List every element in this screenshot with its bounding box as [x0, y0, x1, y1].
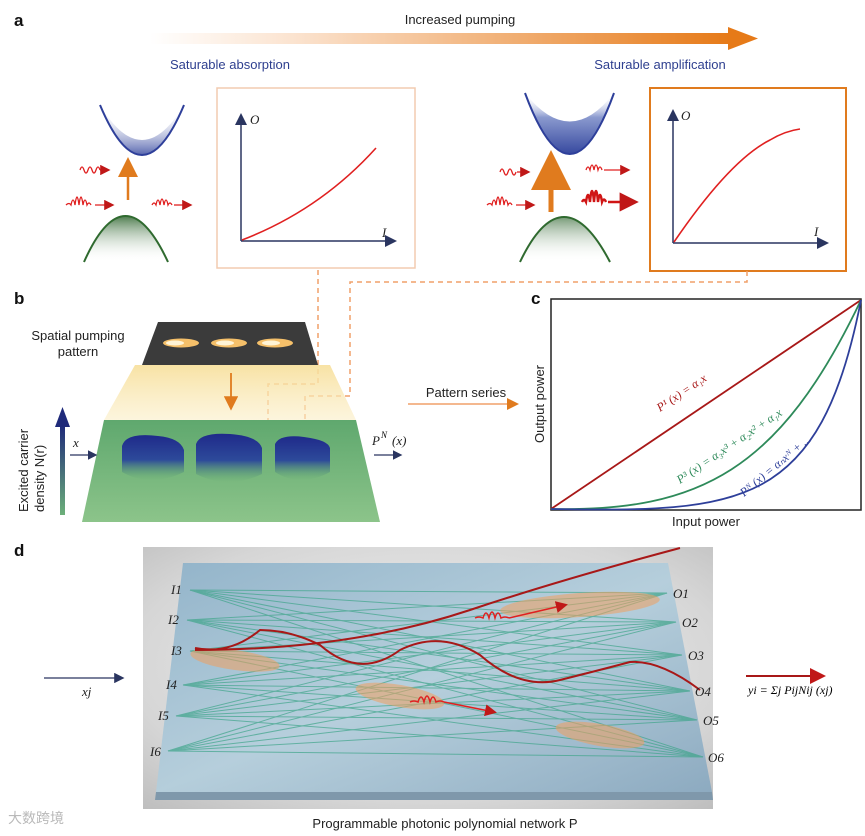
waveguide [189, 589, 668, 594]
input-power-label: Input power [672, 514, 741, 529]
position-x-label: x [72, 435, 79, 450]
density-label-line2: density N(r) [32, 445, 47, 512]
chip-caption: Programmable photonic polynomial network… [312, 816, 577, 831]
output-pattern-label: P N (x) [371, 430, 406, 460]
waveguide [186, 619, 698, 721]
panel-b-letter: b [14, 289, 24, 308]
input-label-4: I4 [165, 677, 177, 692]
waveguide [167, 690, 691, 752]
output-label-1: O1 [673, 586, 689, 601]
wave-packet-out-amp [580, 189, 639, 212]
curve-linear [550, 299, 862, 510]
wave-packet-in [65, 196, 115, 211]
waveguide [175, 715, 704, 758]
waveguide [167, 592, 668, 752]
input-label-5: I5 [157, 708, 169, 723]
wave-packet-small-in-amp [499, 166, 531, 178]
output-label-6: O6 [708, 750, 724, 765]
waveguide [182, 654, 683, 686]
output-label-4: O4 [695, 684, 711, 699]
waveguide [189, 621, 677, 652]
plot-amplification-x-label: I [813, 224, 819, 239]
input-label-6: I6 [149, 744, 161, 759]
chip-output-formula: yi = Σj PijNij (xj) [747, 683, 833, 697]
output-label-3: O3 [688, 648, 704, 663]
panel-a-letter: a [14, 11, 24, 30]
waveguide [182, 684, 691, 692]
plot-absorption [216, 87, 416, 269]
input-label-1: I1 [170, 582, 182, 597]
waveguide [189, 650, 691, 692]
wave-packet-out [151, 198, 193, 211]
band-diagram-amplification [486, 92, 639, 263]
density-label-line1: Excited carrier [16, 428, 31, 512]
pump-label-line1: Spatial pumping [31, 328, 124, 343]
curve-cubic [550, 299, 862, 511]
output-p: P [371, 433, 380, 448]
panel-d-letter: d [14, 541, 24, 560]
saturable-absorption-label: Saturable absorption [170, 57, 290, 72]
pumped-regions [190, 591, 660, 749]
output-p-arg: (x) [392, 433, 406, 448]
output-label-2: O2 [682, 615, 698, 630]
pumping-arrow [150, 27, 758, 50]
panel-c-letter: c [531, 289, 540, 308]
output-power-label: Output power [532, 364, 547, 443]
photonic-chip [143, 547, 713, 809]
plot-amplification-y-label: O [681, 108, 691, 123]
plot-amplification [649, 87, 847, 272]
pumping-mask [104, 322, 356, 420]
pump-label-line2: pattern [58, 344, 98, 359]
waveguide [167, 621, 677, 752]
waveguide [182, 621, 677, 686]
gain-medium-slab [82, 420, 380, 522]
wave-packet-small-in [79, 164, 111, 176]
curve-n [550, 299, 862, 511]
watermark: 大数跨境 [8, 811, 64, 827]
chip-outputs: O1 O2 O3 O4 O5 O6 [673, 586, 724, 765]
waveguide [167, 719, 698, 752]
band-diagram-absorption [65, 104, 193, 263]
waveguide [189, 589, 683, 656]
pumping-label: Increased pumping [405, 12, 516, 27]
input-label-3: I3 [170, 643, 182, 658]
waveguide [186, 619, 691, 692]
chip-inputs: I1 I2 I3 I4 I5 I6 [149, 582, 182, 759]
wave-packet-in-amp [486, 196, 536, 211]
density-axis [55, 407, 98, 515]
waveguide [175, 654, 683, 717]
plot-absorption-y-label: O [250, 112, 260, 127]
input-label-2: I2 [167, 612, 179, 627]
waveguide [175, 715, 698, 721]
polynomial-plot [550, 298, 862, 511]
plot-absorption-x-label: I [381, 225, 387, 240]
output-p-sup: N [380, 430, 388, 440]
wave-packet-small-out-amp [585, 164, 631, 176]
pattern-series-label: Pattern series [426, 385, 507, 400]
chip-input-label: xj [81, 684, 92, 699]
waveguide [167, 750, 704, 758]
saturable-amplification-label: Saturable amplification [594, 57, 726, 72]
output-label-5: O5 [703, 713, 719, 728]
waveguide [189, 589, 698, 721]
